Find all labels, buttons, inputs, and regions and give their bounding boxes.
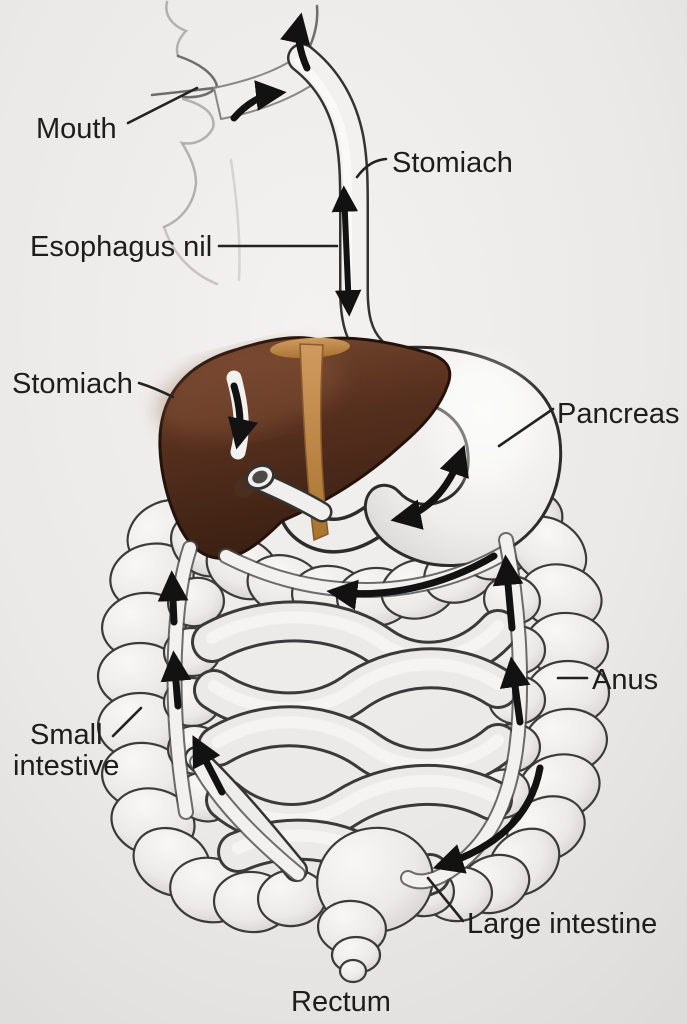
transverse-flow-arrow	[326, 552, 498, 611]
ascending-arrow-3	[192, 735, 226, 796]
liver-ligament	[270, 337, 350, 542]
swallow-up-arrow	[280, 12, 311, 72]
liver-label-leader	[137, 381, 175, 399]
anus-label: Anus	[592, 664, 658, 696]
small-intestine-label-line1: Small	[30, 719, 103, 751]
descending-arrow-2	[499, 656, 531, 726]
rectum-shape	[316, 826, 434, 984]
esophagus-label: Esophagus nil	[30, 231, 212, 263]
gallbladder-duct	[234, 463, 333, 523]
esophagus-upper-leader	[355, 157, 388, 179]
liver-label: Stomiach	[12, 368, 133, 400]
swallow-in-arrow	[230, 80, 287, 122]
pancreas-label: Pancreas	[557, 398, 680, 430]
mouth-leader	[126, 86, 199, 125]
esophagus-flow-arrow	[331, 185, 362, 317]
large-intestine-label: Large intestine	[467, 908, 657, 940]
small-intestine-leader	[111, 706, 143, 738]
mouth-label: Mouth	[36, 113, 117, 145]
descending-arrow-1	[492, 554, 524, 632]
ascending-arrow-2	[160, 650, 192, 710]
liver-arrow	[226, 370, 259, 460]
rectum-label: Rectum	[291, 986, 391, 1018]
large-intestine-leader	[426, 876, 465, 923]
stomach-churn-arrow	[390, 444, 469, 530]
pancreas-leader	[497, 407, 555, 448]
sigmoid-sweep-arrow	[432, 764, 544, 874]
nasal-passage-line	[308, 4, 319, 48]
ascending-arrow-1	[157, 570, 189, 626]
descending-flow-channel	[400, 532, 529, 890]
small-intestine-label-line2: intestive	[13, 750, 119, 782]
esophagus-upper-label: Stomiach	[392, 147, 513, 179]
